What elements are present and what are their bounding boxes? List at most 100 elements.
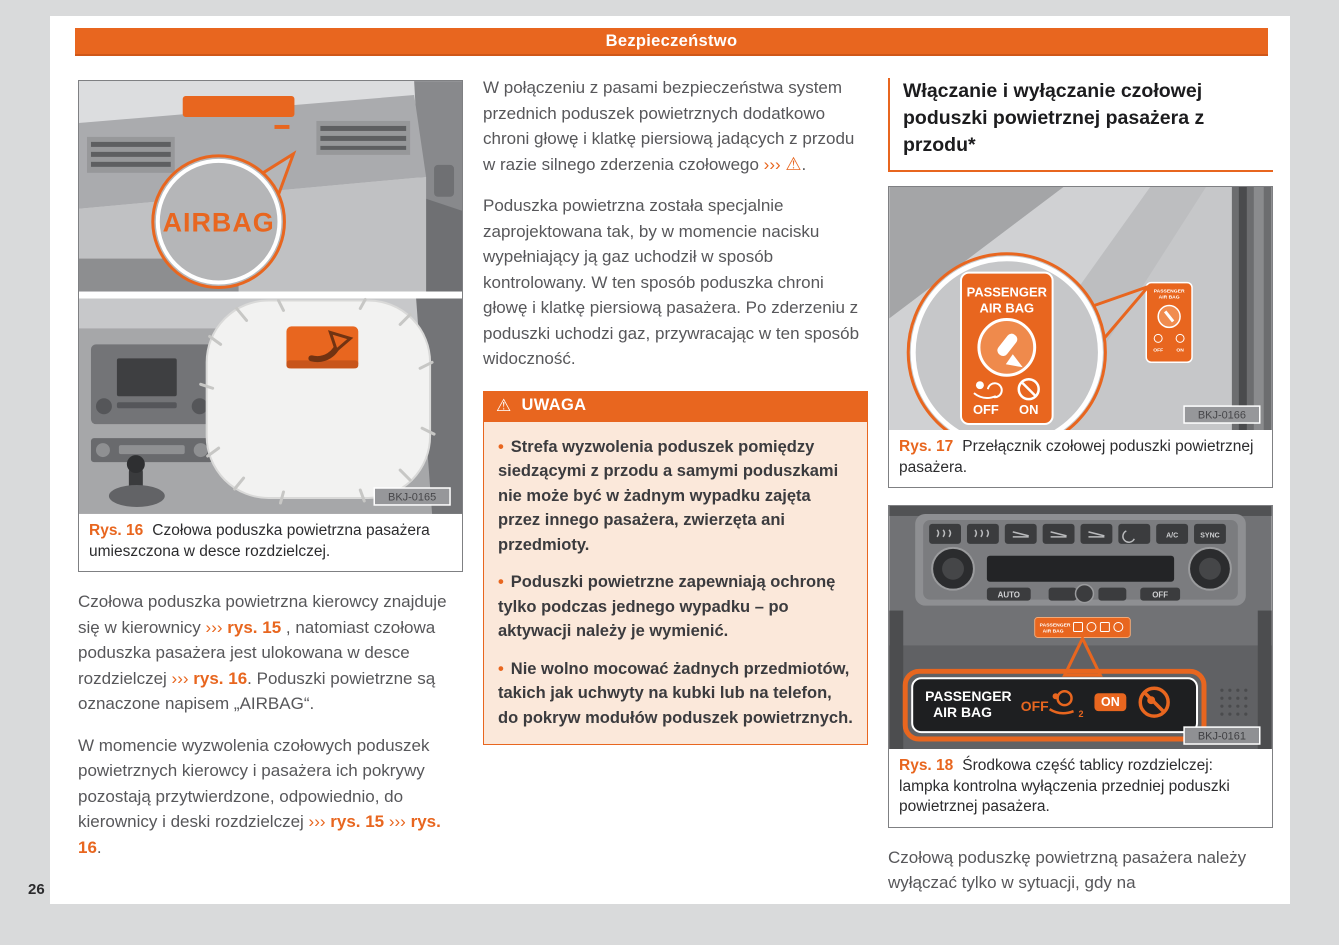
fig18-airbag-icon-digit: 2	[1079, 709, 1084, 719]
paragraph-text: . Poduszki powietrzne są oznaczone napis…	[78, 668, 436, 714]
warning-bullet: •Nie wolno mocować żadnych przedmiotów, …	[498, 657, 853, 731]
figure-16-illustration: AIRBAG	[79, 81, 462, 514]
warning-bullet: •Poduszki powietrzne zapewniają ochronę …	[498, 570, 853, 644]
fig16-image-code: BKJ-0165	[388, 491, 436, 503]
fig16-airbag-label: AIRBAG	[163, 208, 275, 238]
fig18-indicator-strip: PASSENGER AIR BAG	[1034, 617, 1131, 638]
subsection-heading: Włączanie i wyłączanie czołowej poduszki…	[888, 78, 1273, 172]
fig16-airbag-fold-lines	[199, 297, 436, 505]
bullet-dot: •	[498, 437, 504, 456]
warning-box-body: •Strefa wyzwolenia poduszek pomiędzy sie…	[483, 421, 868, 745]
paragraph-airbag-location: Czołowa poduszka powietrzna kierowcy zna…	[78, 589, 463, 717]
paragraph-airbag-covers: W momencie wyzwolenia czołowych poduszek…	[78, 733, 463, 861]
fig17-panel-line1: PASSENGER	[967, 285, 1048, 300]
column-right: Włączanie i wyłączanie czołowej poduszki…	[888, 78, 1273, 912]
figure-16-label: Rys. 16	[89, 522, 144, 539]
figure-16-caption-text: Czołowa poduszka powietrzna pasażera umi…	[89, 522, 430, 560]
figure-16: AIRBAG	[78, 80, 463, 572]
fig16-dashboard-scene: AIRBAG	[79, 81, 462, 292]
fig17-small-panel-line1: PASSENGER	[1154, 289, 1185, 295]
paragraph-text: W połączeniu z pasami bezpieczeństwa sys…	[483, 78, 855, 174]
ref-arrows: ›››	[308, 812, 331, 831]
figure-17-illustration: PASSENGER AIR BAG OFF ON PASSENGER AIR B…	[889, 187, 1272, 430]
fig18-climate-buttons: A/C SYNC	[929, 523, 1226, 544]
figure-18-label: Rys. 18	[899, 757, 954, 774]
section-header: Bezpieczeństwo	[75, 28, 1268, 56]
column-middle: W połączeniu z pasami bezpieczeństwa sys…	[483, 75, 868, 745]
fig16-flap-icon	[286, 326, 359, 369]
fig16-deployed-airbag-scene: BKJ-0165	[79, 297, 462, 514]
ref-arrows: ›››	[763, 154, 786, 174]
fig18-panel-line1: PASSENGER	[925, 688, 1011, 704]
fig16-callout-balloon	[151, 154, 286, 290]
ref-link-rys-16[interactable]: rys. 16	[78, 812, 441, 857]
fig18-callout-pointer	[1062, 635, 1103, 677]
fig18-sync-button-label: SYNC	[1200, 532, 1219, 539]
fig16-deployed-airbag	[205, 299, 432, 499]
fig17-small-off-label: OFF	[1153, 347, 1163, 353]
fig17-small-on-label: ON	[1176, 347, 1184, 353]
ref-link-rys-16[interactable]: rys. 16	[193, 668, 248, 688]
fig18-off-button-label: OFF	[1152, 591, 1168, 600]
paragraph-text: , natomiast czołowa poduszka pasażera je…	[78, 617, 436, 688]
ref-arrows: ›››	[205, 617, 228, 637]
fig18-display	[986, 555, 1175, 582]
figure-18-caption-text: Środkowa część tablicy rozdzielczej: lam…	[899, 757, 1230, 815]
fig17-airbag-off-icon	[973, 381, 1003, 400]
warning-bullet-text: Nie wolno mocować żadnych przedmiotów, t…	[498, 659, 853, 727]
paragraph-text: .	[801, 154, 807, 174]
warning-triangle-icon: ⚠	[496, 395, 512, 415]
warning-bullet-text: Strefa wyzwolenia poduszek pomiędzy sied…	[498, 437, 839, 554]
paragraph-text: Czołowa poduszka powietrzna kierowcy zna…	[78, 592, 447, 637]
fig18-strip-line2: AIR BAG	[1043, 628, 1064, 634]
column-left: AIRBAG	[78, 80, 463, 876]
figure-18: A/C SYNC AUTO OFF	[888, 505, 1273, 828]
ref-arrows: ›››	[171, 668, 194, 688]
fig17-off-label: OFF	[973, 402, 999, 417]
fig18-strip-line1: PASSENGER	[1040, 623, 1071, 629]
paragraph-deactivate-airbag: Czołową poduszkę powietrzną pasażera nal…	[888, 847, 1247, 893]
fig18-airbag-crossed-icon	[1138, 686, 1170, 718]
fig17-panel-line2: AIR BAG	[979, 300, 1034, 315]
fig18-ac-button-label: A/C	[1166, 532, 1178, 539]
fig18-auto-button-label: AUTO	[998, 591, 1020, 600]
bullet-dot: •	[498, 659, 504, 678]
fig16-airbag-area-highlight	[182, 96, 295, 117]
section-title: Bezpieczeństwo	[605, 32, 738, 50]
fig18-image-code: BKJ-0161	[1198, 731, 1246, 743]
fig17-airbag-on-icon	[1017, 377, 1040, 401]
warning-box-header: ⚠ UWAGA	[483, 390, 868, 422]
fig17-image-code: BKJ-0166	[1198, 410, 1246, 422]
fig18-panel-line2: AIR BAG	[933, 704, 992, 720]
fig17-switch-panel: PASSENGER AIR BAG OFF ON	[959, 271, 1054, 426]
ref-arrows: ›››	[384, 812, 411, 831]
paragraph-seatbelt-system: W połączeniu z pasami bezpieczeństwa sys…	[483, 75, 868, 177]
fig17-small-panel-line2: AIR BAG	[1159, 295, 1180, 301]
figure-17-label: Rys. 17	[899, 438, 954, 455]
page-number: 26	[28, 881, 45, 898]
paragraph-text: W momencie wyzwolenia czołowych poduszek…	[78, 735, 430, 832]
warning-box-title: UWAGA	[521, 396, 587, 414]
bullet-dot: •	[498, 573, 504, 591]
fig17-on-label: ON	[1019, 402, 1038, 417]
paragraph-airbag-design: Poduszka powietrzna została specjalnie z…	[483, 196, 860, 368]
warning-box: ⚠ UWAGA •Strefa wyzwolenia poduszek pomi…	[483, 390, 868, 745]
figure-17-caption-text: Przełącznik czołowej poduszki powietrzne…	[899, 438, 1254, 476]
ref-link-rys-15[interactable]: rys. 15	[330, 812, 385, 831]
fig17-small-switch-panel: PASSENGER AIR BAG OFF ON	[1145, 281, 1193, 364]
figure-17: PASSENGER AIR BAG OFF ON PASSENGER AIR B…	[888, 186, 1273, 488]
fig18-on-label: ON	[1101, 695, 1120, 709]
fig18-off-label: OFF	[1021, 698, 1049, 714]
figure-18-illustration: A/C SYNC AUTO OFF	[889, 506, 1272, 749]
warning-triangle-icon: ⚠	[785, 153, 802, 174]
fig18-warning-panel: PASSENGER AIR BAG OFF 2 ON	[902, 668, 1207, 742]
warning-bullet: •Strefa wyzwolenia poduszek pomiędzy sie…	[498, 435, 853, 558]
warning-bullet-text: Poduszki powietrzne zapewniają ochronę t…	[498, 573, 836, 640]
fig18-speaker-dots	[1220, 688, 1248, 716]
paragraph-text: .	[96, 837, 102, 857]
fig18-airbag-icon	[1048, 689, 1074, 715]
ref-link-rys-15[interactable]: rys. 15	[227, 617, 282, 637]
